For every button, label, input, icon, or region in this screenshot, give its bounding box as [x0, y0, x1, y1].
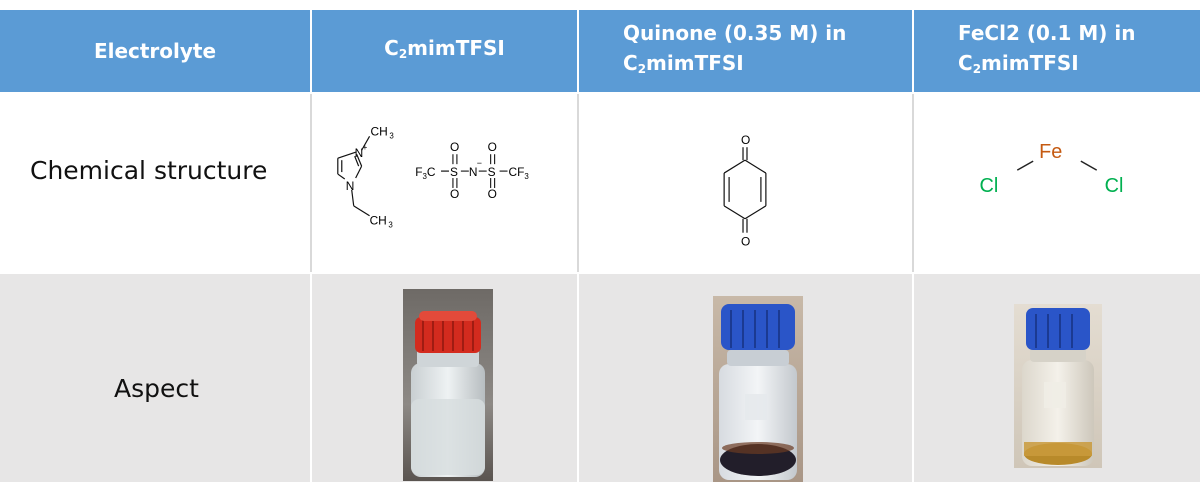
ch3-bottom-sub: 3	[388, 221, 393, 230]
o-left-bottom: O	[450, 187, 459, 201]
header-electrolyte-text: Electrolyte	[93, 39, 217, 63]
ch3-top-sub: 3	[389, 131, 394, 140]
o-right-top: O	[488, 140, 497, 154]
quinone-structure: O O	[723, 133, 767, 249]
structure-label: Chemical structure	[30, 156, 268, 185]
header-quinone-text: Quinone (0.35 M) in C2mimTFSI	[623, 21, 847, 76]
cl-left: Cl	[980, 175, 999, 197]
header-row: Electrolyte C2mimTFSI Quinone (0.35 M) i…	[0, 10, 1200, 92]
n-lower: N	[346, 179, 355, 193]
c2mimtfsi-structure: CH 3 N + N CH 3 F3C S O O	[337, 124, 530, 230]
cl-right: Cl	[1105, 175, 1124, 197]
n-minus: N	[469, 165, 478, 179]
s-left: S	[450, 165, 458, 179]
plus-sign: +	[363, 143, 368, 152]
header-fecl2-text: FeCl2 (0.1 M) in C2mimTFSI	[958, 21, 1136, 76]
aspect-c2mimtfsi	[310, 274, 577, 482]
header-fecl2: FeCl2 (0.1 M) in C2mimTFSI	[912, 10, 1200, 92]
jar-blue-cap-amber-photo	[1014, 304, 1102, 468]
structure-c2mimtfsi: CH 3 N + N CH 3 F3C S O O	[310, 94, 577, 272]
aspect-label-cell: Aspect	[0, 274, 310, 482]
structure-quinone: O O	[577, 94, 912, 272]
cf3: CF3	[509, 165, 530, 181]
jar-blue-cap-dark-photo	[713, 296, 803, 482]
structure-fecl2: Fe Cl Cl	[912, 94, 1200, 272]
o-top: O	[741, 133, 750, 147]
aspect-row: Aspect	[0, 274, 1200, 482]
header-c2mimtfsi-text: C2mimTFSI	[384, 36, 505, 61]
o-right-bottom: O	[488, 187, 497, 201]
ch3-top: CH	[371, 124, 388, 138]
aspect-quinone	[577, 274, 912, 482]
header-quinone: Quinone (0.35 M) in C2mimTFSI	[577, 10, 912, 92]
o-bottom: O	[741, 235, 750, 249]
fe-atom: Fe	[1039, 141, 1062, 163]
electrolyte-table: Electrolyte C2mimTFSI Quinone (0.35 M) i…	[0, 10, 1200, 482]
structure-label-cell: Chemical structure	[0, 94, 310, 272]
o-left-top: O	[450, 140, 459, 154]
structure-row: Chemical structure CH 3	[0, 94, 1200, 272]
s-right: S	[488, 165, 496, 179]
minus-sign: −	[477, 158, 482, 168]
jar-red-cap-photo	[403, 289, 493, 481]
fecl2-structure: Fe Cl Cl	[980, 141, 1124, 197]
aspect-fecl2	[912, 274, 1200, 482]
ch3-bottom: CH	[370, 214, 387, 228]
header-c2mimtfsi: C2mimTFSI	[310, 10, 577, 92]
header-electrolyte: Electrolyte	[0, 10, 310, 92]
aspect-label: Aspect	[114, 374, 199, 403]
f3c: F3C	[415, 165, 436, 181]
n-plus: N	[355, 146, 364, 160]
